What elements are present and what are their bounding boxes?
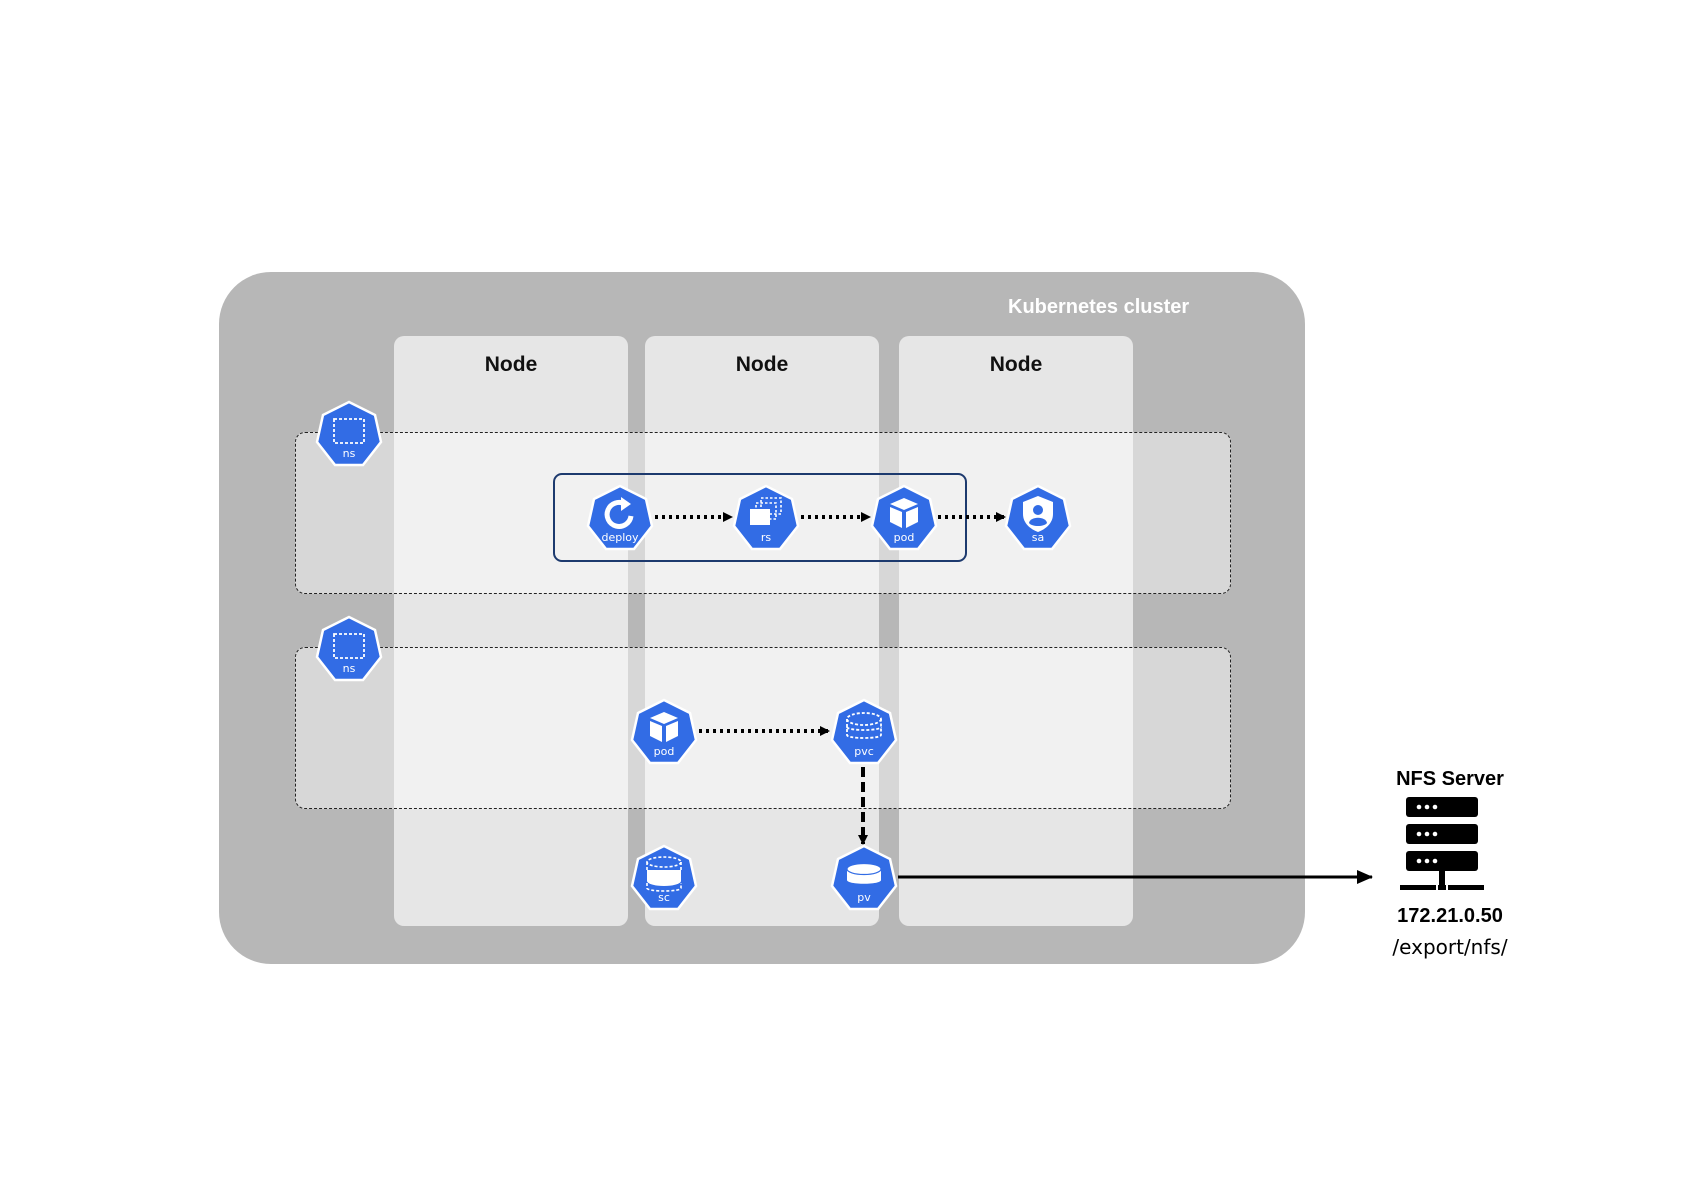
icon-label: rs	[760, 531, 772, 544]
icon-label: pv	[857, 891, 871, 904]
pod-icon[interactable]: pod	[629, 697, 699, 767]
icon-label: ns	[342, 447, 356, 460]
node-2: Node	[645, 336, 879, 926]
icon-label: pod	[653, 745, 675, 758]
service-account-icon[interactable]: sa	[1003, 483, 1073, 553]
namespace-box-2	[295, 647, 1231, 809]
icon-label: deploy	[601, 531, 639, 544]
persistent-volume-claim-icon[interactable]: pvc	[829, 697, 899, 767]
namespace-icon[interactable]: ns	[314, 614, 384, 684]
nfs-export-path: /export/nfs/	[1392, 935, 1508, 959]
node-label: Node	[989, 353, 1043, 376]
nfs-server-ip: 172.21.0.50	[1397, 905, 1503, 927]
server-icon	[1392, 793, 1492, 898]
node-label: Node	[735, 353, 789, 376]
icon-label: pvc	[854, 745, 874, 758]
icon-label: pod	[893, 531, 915, 544]
icon-label: sc	[658, 891, 670, 904]
icon-label: ns	[342, 662, 356, 675]
node-1: Node	[394, 336, 628, 926]
nfs-server-title: NFS Server	[1396, 768, 1504, 790]
node-3: Node	[899, 336, 1133, 926]
pod-icon[interactable]: pod	[869, 483, 939, 553]
replicaset-icon[interactable]: rs	[731, 483, 801, 553]
deployment-icon[interactable]: deploy	[585, 483, 655, 553]
cluster-title: Kubernetes cluster	[1008, 296, 1190, 318]
persistent-volume-icon[interactable]: pv	[829, 843, 899, 913]
icon-label: sa	[1031, 531, 1045, 544]
storage-class-icon[interactable]: sc	[629, 843, 699, 913]
node-label: Node	[484, 353, 538, 376]
namespace-icon[interactable]: ns	[314, 399, 384, 469]
